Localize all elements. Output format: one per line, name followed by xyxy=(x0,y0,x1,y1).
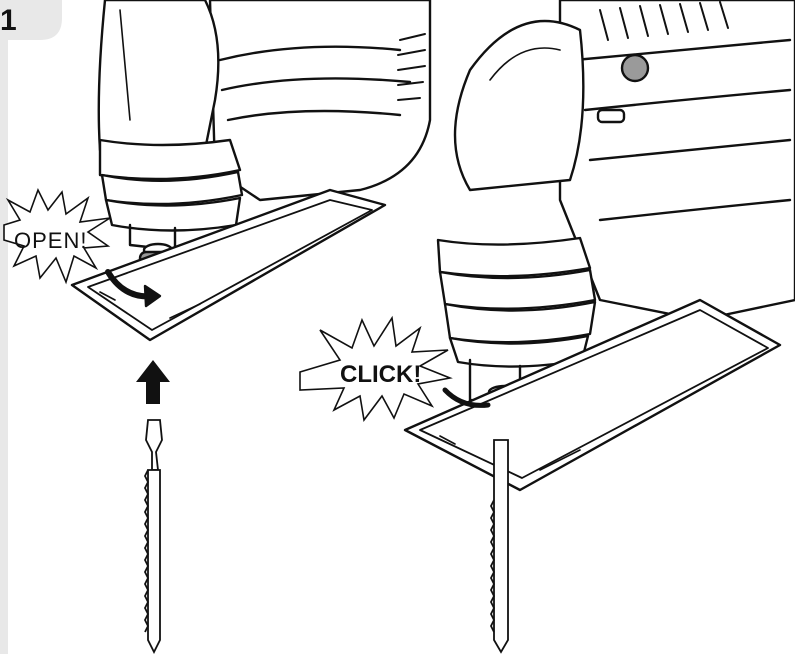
right-blade xyxy=(489,439,509,654)
right-jigsaw xyxy=(403,0,795,492)
open-burst xyxy=(3,187,111,285)
click-label: CLICK! xyxy=(340,361,421,388)
left-jigsaw xyxy=(70,0,432,342)
step-number: 1 xyxy=(0,4,17,37)
click-burst xyxy=(299,315,453,422)
insert-arrow xyxy=(136,360,170,404)
step-tab xyxy=(0,0,62,40)
left-blade xyxy=(143,419,163,654)
open-label: OPEN! xyxy=(14,228,87,253)
